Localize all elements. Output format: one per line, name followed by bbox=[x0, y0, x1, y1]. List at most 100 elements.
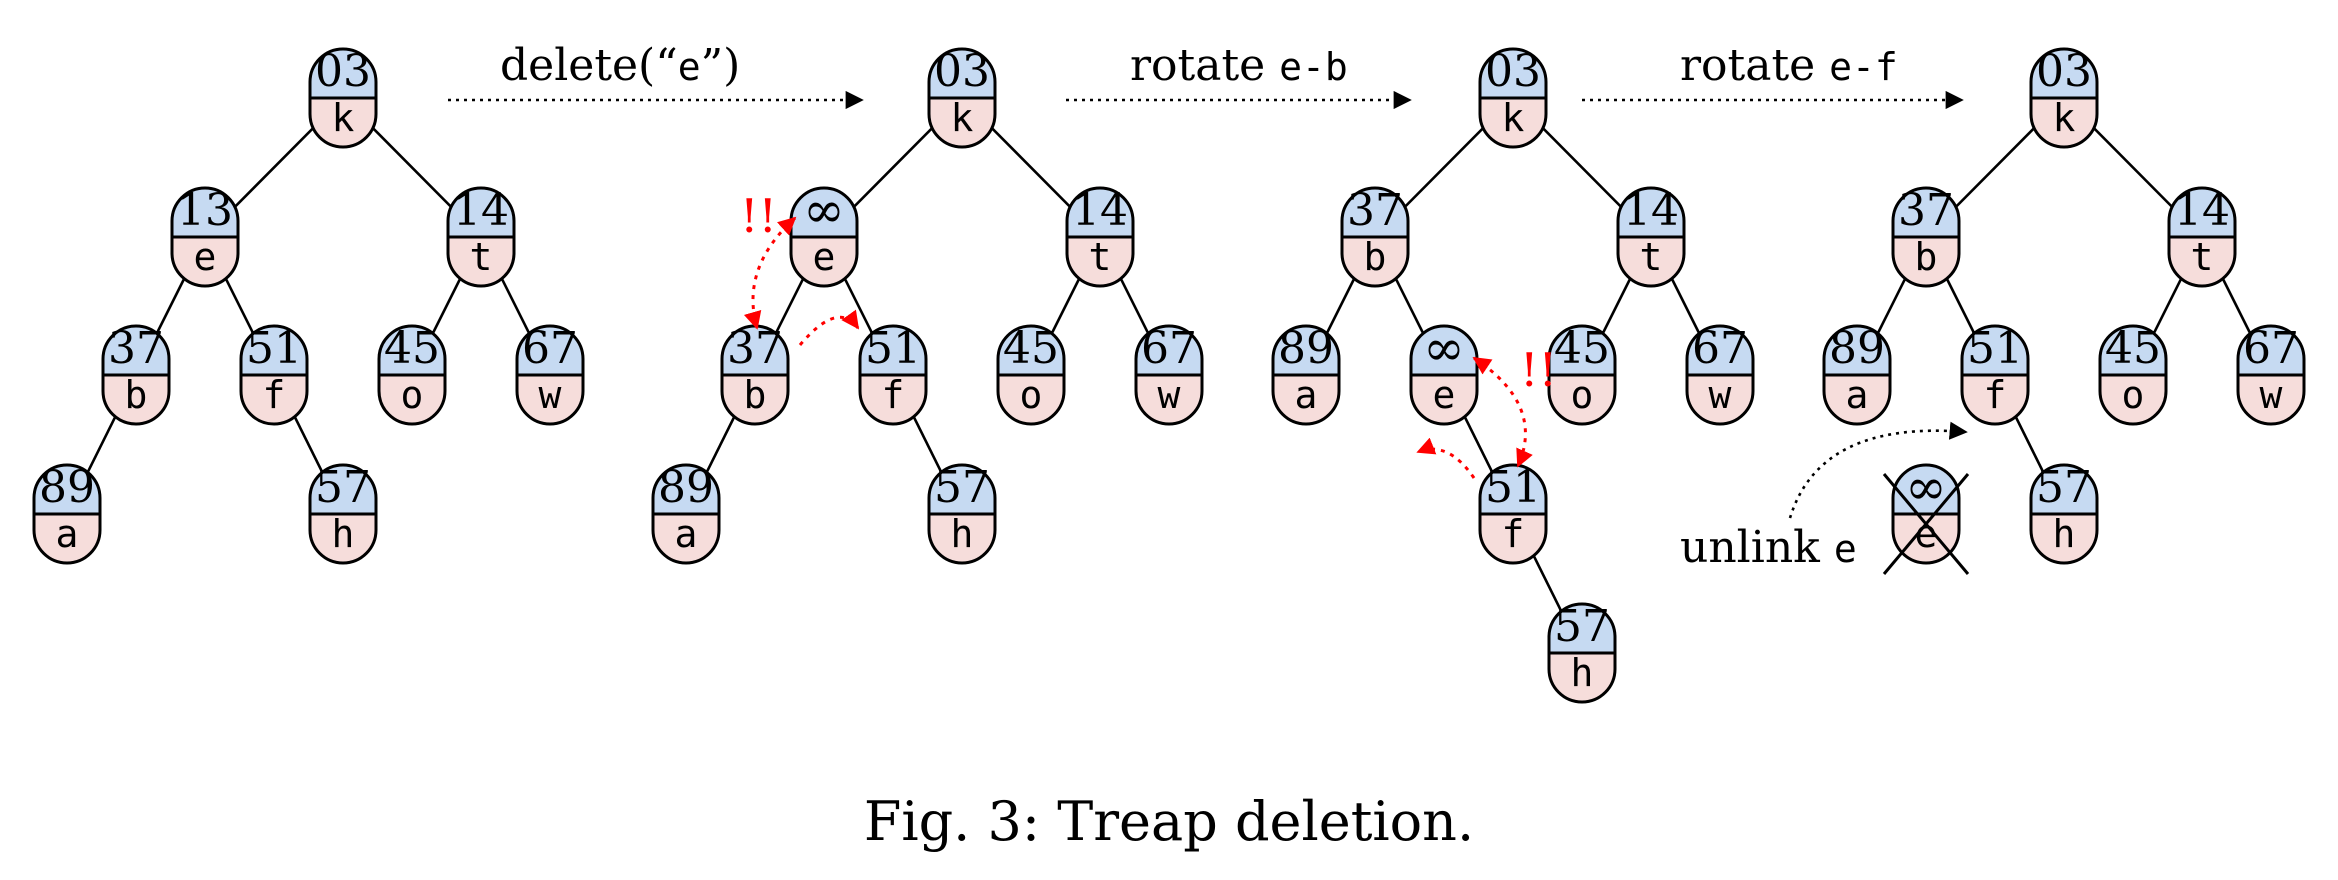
priority-cell bbox=[2031, 49, 2097, 98]
key-cell bbox=[2031, 98, 2097, 147]
key-cell bbox=[379, 375, 445, 424]
tree-3-node-w: 67w bbox=[1685, 323, 1755, 426]
tree-2-node-t: 14t bbox=[1065, 185, 1135, 288]
step-3-label: rotate e-f bbox=[1680, 40, 1898, 91]
node-key: t bbox=[1640, 235, 1663, 279]
nodes-layer: 03k13e14t37b51f45o67w89a57h03k∞e14t37b51… bbox=[32, 46, 2306, 704]
node-key: h bbox=[1571, 651, 1594, 695]
tree-3-rotation-hint: !! bbox=[1416, 343, 1557, 479]
tree-4-node-o: 45o bbox=[2098, 323, 2168, 426]
tree-2-node-e: ∞e bbox=[789, 181, 859, 288]
figure-caption: Fig. 3: Treap deletion. bbox=[864, 790, 1474, 853]
step-1-label: delete(“e”) bbox=[500, 40, 740, 91]
key-cell bbox=[1687, 375, 1753, 424]
node-priority: 14 bbox=[453, 185, 509, 236]
node-priority: 51 bbox=[246, 323, 302, 374]
node-priority: 51 bbox=[865, 323, 921, 374]
unlink-arrow bbox=[1788, 421, 1968, 519]
key-cell bbox=[1549, 653, 1615, 702]
priority-cell bbox=[1962, 326, 2028, 375]
node-key: f bbox=[1502, 512, 1525, 556]
node-key: o bbox=[1571, 373, 1594, 417]
key-cell bbox=[1893, 237, 1959, 286]
node-key: w bbox=[1709, 373, 1732, 417]
tree-1-node-t: 14t bbox=[446, 185, 516, 288]
priority-cell bbox=[1893, 465, 1959, 514]
priority-cell bbox=[1342, 188, 1408, 237]
key-cell bbox=[34, 514, 100, 563]
node-key: o bbox=[1020, 373, 1043, 417]
node-priority: 45 bbox=[1003, 323, 1059, 374]
priority-cell bbox=[1273, 326, 1339, 375]
tree-1-node-h: 57h bbox=[308, 462, 378, 565]
key-cell bbox=[1480, 98, 1546, 147]
node-priority: 03 bbox=[1485, 46, 1541, 97]
key-cell bbox=[1618, 237, 1684, 286]
node-key: t bbox=[470, 235, 493, 279]
node-key: w bbox=[1158, 373, 1181, 417]
node-key: o bbox=[401, 373, 424, 417]
tree-3-node-e: ∞e bbox=[1409, 319, 1479, 426]
node-key: a bbox=[56, 512, 79, 556]
key-cell bbox=[1893, 514, 1959, 563]
node-priority: 03 bbox=[315, 46, 371, 97]
node-priority: 89 bbox=[658, 462, 714, 513]
priority-cell bbox=[1411, 326, 1477, 375]
node-key: b bbox=[744, 373, 767, 417]
priority-cell bbox=[1549, 326, 1615, 375]
node-key: a bbox=[1295, 373, 1318, 417]
node-key: k bbox=[1502, 96, 1525, 140]
key-cell bbox=[172, 237, 238, 286]
node-key: e bbox=[813, 235, 836, 279]
tree-1-node-f: 51f bbox=[239, 323, 309, 426]
tree-4-node-k: 03k bbox=[2029, 46, 2099, 149]
priority-cell bbox=[1067, 188, 1133, 237]
tree-3-move-arrow bbox=[1416, 437, 1476, 479]
node-priority: 57 bbox=[934, 462, 990, 513]
tree-4-node-h: 57h bbox=[2029, 462, 2099, 565]
key-cell bbox=[241, 375, 307, 424]
node-priority: 51 bbox=[1967, 323, 2023, 374]
step-2-label: rotate e-b bbox=[1130, 40, 1348, 91]
key-cell bbox=[1067, 237, 1133, 286]
node-priority: 51 bbox=[1485, 462, 1541, 513]
key-cell bbox=[1273, 375, 1339, 424]
node-priority: 37 bbox=[1347, 185, 1403, 236]
step-1: delete(“e”) bbox=[448, 40, 864, 110]
tree-1-node-o: 45o bbox=[377, 323, 447, 426]
node-key: h bbox=[2053, 512, 2076, 556]
node-key: f bbox=[882, 373, 905, 417]
priority-cell bbox=[1893, 188, 1959, 237]
key-cell bbox=[1411, 375, 1477, 424]
node-key: b bbox=[125, 373, 148, 417]
tree-1-node-w: 67w bbox=[515, 323, 585, 426]
unlink-label: unlink e bbox=[1680, 522, 1857, 573]
tree-2-move-arrow bbox=[798, 309, 860, 346]
priority-cell bbox=[310, 465, 376, 514]
priority-cell bbox=[1618, 188, 1684, 237]
key-cell bbox=[722, 375, 788, 424]
priority-cell bbox=[1824, 326, 1890, 375]
tree-2-node-w: 67w bbox=[1134, 323, 1204, 426]
tree-3-node-o: 45o bbox=[1547, 323, 1617, 426]
node-key: o bbox=[2122, 373, 2145, 417]
node-priority: 45 bbox=[384, 323, 440, 374]
node-key: a bbox=[1846, 373, 1869, 417]
priority-cell bbox=[2169, 188, 2235, 237]
node-priority: 67 bbox=[1141, 323, 1197, 374]
tree-2-rotation-hint: !! bbox=[740, 189, 860, 346]
key-cell bbox=[2031, 514, 2097, 563]
tree-2-node-b: 37b bbox=[720, 323, 790, 426]
node-key: k bbox=[332, 96, 355, 140]
node-priority: 14 bbox=[2174, 185, 2230, 236]
node-priority: 89 bbox=[1278, 323, 1334, 374]
priority-cell bbox=[2100, 326, 2166, 375]
node-priority: 14 bbox=[1623, 185, 1679, 236]
node-key: k bbox=[951, 96, 974, 140]
priority-cell bbox=[2031, 465, 2097, 514]
key-cell bbox=[2238, 375, 2304, 424]
node-priority: 37 bbox=[108, 323, 164, 374]
priority-cell bbox=[172, 188, 238, 237]
node-key: b bbox=[1364, 235, 1387, 279]
